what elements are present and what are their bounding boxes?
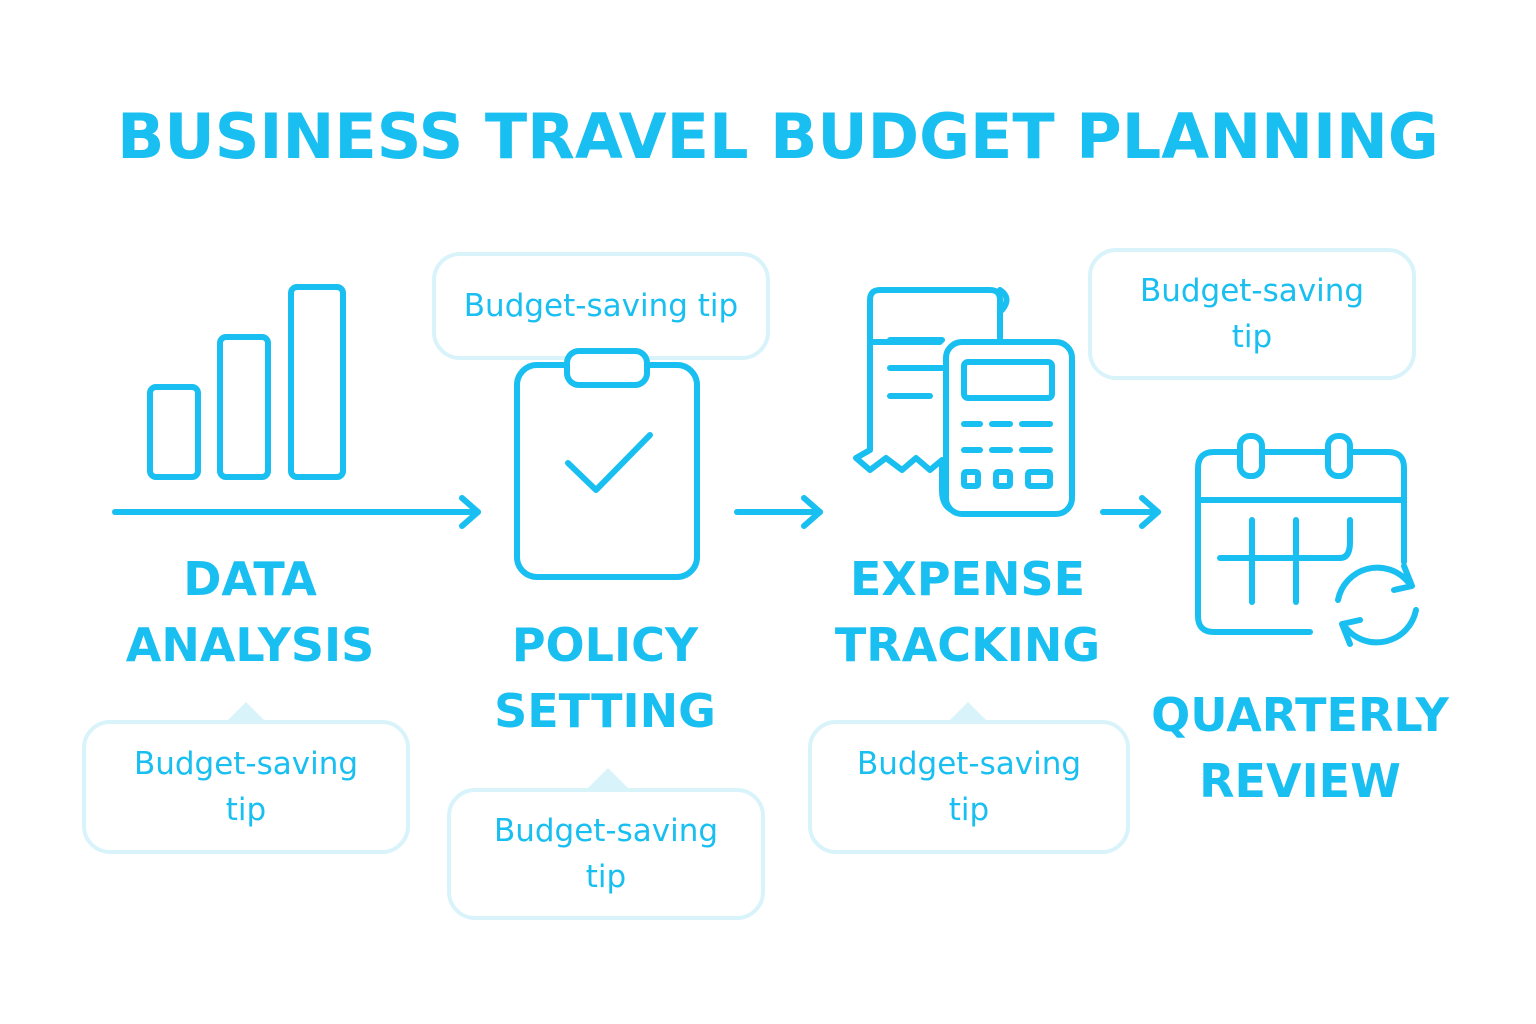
tip-box: Budget-saving tip <box>82 720 410 854</box>
flow-arrow-3 <box>1100 495 1161 529</box>
step-label-line: DATA <box>183 552 317 606</box>
step-label-line: ANALYSIS <box>125 618 375 672</box>
tip-text: Budget-saving tip <box>1139 273 1365 355</box>
step-label-line: EXPENSE <box>849 552 1086 606</box>
tip-pointer <box>588 768 628 788</box>
tip-text: Budget-saving tip <box>133 746 359 828</box>
tip-text: Budget-saving tip <box>463 288 739 324</box>
receipt-calculator-icon <box>853 287 1075 517</box>
step-label-line: SETTING <box>494 684 716 738</box>
tip-pointer <box>226 702 266 722</box>
step-label-line: QUARTERLY <box>1151 688 1449 742</box>
tip-box: Budget-saving tip <box>447 788 765 920</box>
clipboard-check-icon <box>514 348 700 580</box>
calendar-refresh-icon <box>1195 433 1419 647</box>
step-label-data-analysis: DATA ANALYSIS <box>90 546 410 678</box>
tip-text: Budget-saving tip <box>856 746 1082 828</box>
tip-text: Budget-saving tip <box>493 813 719 895</box>
step-label-expense-tracking: EXPENSE TRACKING <box>810 546 1125 678</box>
step-label-policy-setting: POLICY SETTING <box>450 612 760 744</box>
step-label-line: TRACKING <box>834 618 1101 672</box>
tip-box: Budget-saving tip <box>1088 248 1416 380</box>
bar-chart-icon <box>147 284 346 480</box>
tip-box: Budget-saving tip <box>808 720 1130 854</box>
step-label-line: POLICY <box>511 618 699 672</box>
flow-arrow-1 <box>112 495 481 529</box>
step-label-line: REVIEW <box>1199 754 1401 808</box>
diagram-title: BUSINESS TRAVEL BUDGET PLANNING <box>117 100 1439 173</box>
flow-arrow-2 <box>734 495 823 529</box>
tip-box: Budget-saving tip <box>432 252 770 360</box>
step-label-quarterly-review: QUARTERLY REVIEW <box>1135 682 1465 814</box>
tip-pointer <box>948 702 988 722</box>
